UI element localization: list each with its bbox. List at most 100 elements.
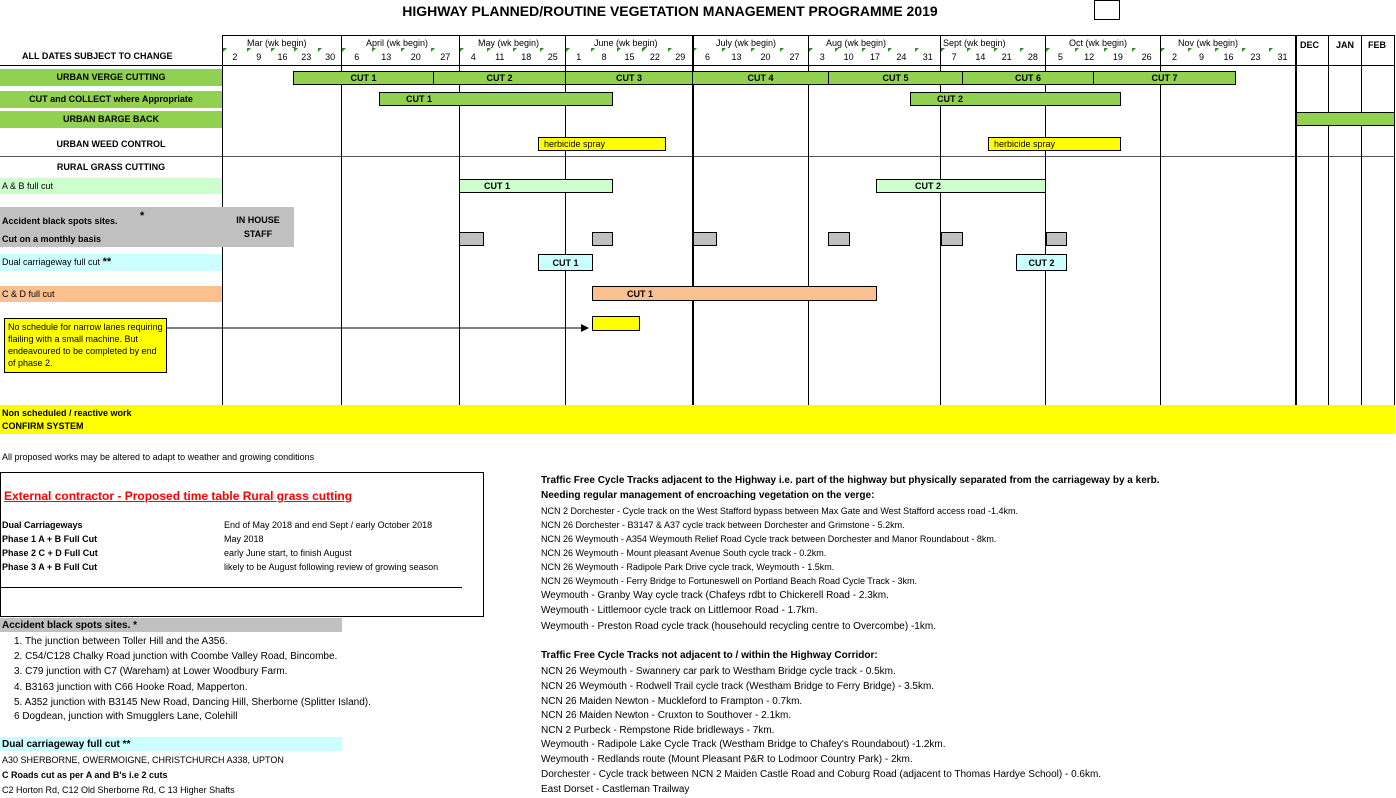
narrow-lanes-note: No schedule for narrow lanes requiring f…	[4, 318, 167, 373]
week-label: 12	[1084, 52, 1095, 62]
vline-thick	[692, 35, 694, 405]
week-marker	[1161, 48, 1165, 52]
week-marker	[1188, 48, 1192, 52]
narrow-lanes-bar	[592, 316, 640, 331]
month-label-nov: Nov (wk begin)	[1178, 38, 1239, 48]
accident-label-line1: Accident black spots sites.	[2, 216, 118, 226]
cd-cut-bar: CUT 1	[592, 286, 877, 301]
week-marker	[486, 48, 491, 52]
week-label: 21	[1001, 52, 1012, 62]
contractor-row-label: Phase 1 A + B Full Cut	[2, 534, 98, 544]
week-label: 16	[277, 52, 288, 62]
week-label: 29	[675, 52, 686, 62]
week-marker	[1215, 48, 1219, 52]
week-label: 20	[410, 52, 421, 62]
verge-cut-bar: CUT 7	[1093, 71, 1236, 85]
contractor-row-value: May 2018	[224, 534, 264, 544]
verge-cut-bar: CUT 1	[293, 71, 434, 85]
week-marker	[1019, 48, 1024, 52]
cycle-adjacent-subheading: Needing regular management of encroachin…	[541, 490, 875, 501]
accident-cut-block	[941, 232, 963, 246]
week-marker	[513, 48, 517, 52]
row-label-barge-back: URBAN BARGE BACK	[0, 111, 222, 128]
cycle-adjacent-item: NCN 26 Weymouth - Ferry Bridge to Fortun…	[541, 576, 917, 586]
cycle-adjacent-item: NCN 26 Dorchester - B3147 & A37 cycle tr…	[541, 520, 905, 530]
row-label-rural-grass: RURAL GRASS CUTTING	[56, 162, 166, 172]
non-scheduled-row	[0, 405, 1395, 434]
week-label: 13	[381, 52, 392, 62]
row-label-cd-full: C & D full cut	[0, 286, 222, 302]
week-label: 14	[975, 52, 986, 62]
week-label: 24	[896, 52, 907, 62]
week-marker	[246, 48, 251, 52]
week-marker	[780, 48, 784, 52]
dual-cut-bar: CUT 2	[1016, 254, 1067, 271]
week-marker	[835, 48, 840, 52]
week-label: 15	[624, 52, 635, 62]
week-marker	[861, 48, 866, 52]
vline	[1361, 35, 1362, 405]
note-arrow	[167, 324, 589, 332]
vline	[1160, 35, 1161, 405]
week-marker	[342, 48, 346, 52]
week-marker	[401, 48, 405, 52]
c-roads-heading: C Roads cut as per A and B's i.e 2 cuts	[2, 770, 168, 780]
in-house-staff-cell: IN HOUSE STAFF	[222, 207, 294, 247]
accident-cut-block	[592, 232, 613, 246]
week-label: 31	[922, 52, 933, 62]
accident-list-item: 3. C79 junction with C7 (Wareham) at Low…	[14, 666, 288, 677]
week-marker	[430, 48, 435, 52]
week-label: 9	[1198, 52, 1204, 62]
cycle-adjacent-item: Weymouth - Preston Road cycle track (hou…	[541, 621, 936, 632]
week-label: 9	[256, 52, 262, 62]
week-label: 22	[649, 52, 660, 62]
accident-cut-block	[828, 232, 850, 246]
collect-cut-bar: CUT 1	[379, 92, 613, 106]
vline	[1328, 35, 1329, 405]
week-label: 5	[1057, 52, 1063, 62]
week-marker	[809, 48, 813, 52]
contractor-row-value: early June start, to finish August	[224, 548, 352, 558]
vline	[459, 35, 460, 405]
week-marker	[1046, 48, 1050, 52]
week-label: 26	[1141, 52, 1152, 62]
month-label-aug: Aug (wk begin)	[826, 38, 887, 48]
dual-list-heading: Dual carriageway full cut **	[2, 739, 131, 750]
collect-cut-bar: CUT 2	[910, 92, 1121, 106]
accident-list-item: 4. B3163 junction with C66 Hooke Road, M…	[14, 682, 248, 693]
accident-star: *	[140, 210, 145, 222]
cycle-adjacent-item: NCN 2 Dorchester - Cycle track on the We…	[541, 506, 1019, 516]
week-label: 27	[440, 52, 451, 62]
c-roads-line: C2 Horton Rd, C12 Old Sherborne Rd, C 13…	[2, 785, 235, 795]
month-label-may: May (wk begin)	[478, 38, 540, 48]
week-label: 31	[1277, 52, 1288, 62]
month-label-jun: June (wk begin)	[594, 38, 658, 48]
week-label: 3	[819, 52, 825, 62]
week-marker	[270, 48, 275, 52]
cycle-not-adjacent-item: Weymouth - Redlands route (Mount Pleasan…	[541, 754, 913, 765]
week-label: 2	[232, 52, 238, 62]
cycle-adjacent-item: NCN 26 Weymouth - A354 Weymouth Relief R…	[541, 534, 997, 544]
week-label: 23	[301, 52, 312, 62]
week-label: 8	[601, 52, 607, 62]
week-marker	[294, 48, 299, 52]
verge-cut-bar: CUT 5	[828, 71, 963, 85]
cycle-not-adjacent-item: Dorchester - Cycle track between NCN 2 M…	[541, 769, 1102, 780]
herbicide-bar: herbicide spray	[538, 137, 666, 151]
cycle-not-adjacent-item: NCN 26 Maiden Newton - Cruxton to Southo…	[541, 710, 792, 721]
row-separator	[0, 156, 1395, 157]
vline	[565, 35, 566, 405]
ab-cut-bar: CUT 1	[459, 179, 613, 193]
dual-cut-bar: CUT 1	[538, 254, 593, 271]
accident-list-item: 2. C54/C128 Chalky Road junction with Co…	[14, 651, 338, 662]
row-label-cut-collect: CUT and COLLECT where Appropriate	[0, 91, 222, 108]
week-marker	[642, 48, 647, 52]
accident-label-line2: Cut on a monthly basis	[2, 234, 102, 244]
row-label-accident	[0, 207, 222, 247]
week-label: 2	[1171, 52, 1177, 62]
week-label: 1	[576, 52, 582, 62]
cycle-not-adjacent-item: NCN 2 Purbeck - Rempstone Ride bridleway…	[541, 725, 775, 736]
in-house-staff-label: IN HOUSE STAFF	[236, 215, 280, 239]
herbicide-bar: herbicide spray	[988, 137, 1121, 151]
month-label-sep: Sept (wk begin)	[943, 38, 1006, 48]
